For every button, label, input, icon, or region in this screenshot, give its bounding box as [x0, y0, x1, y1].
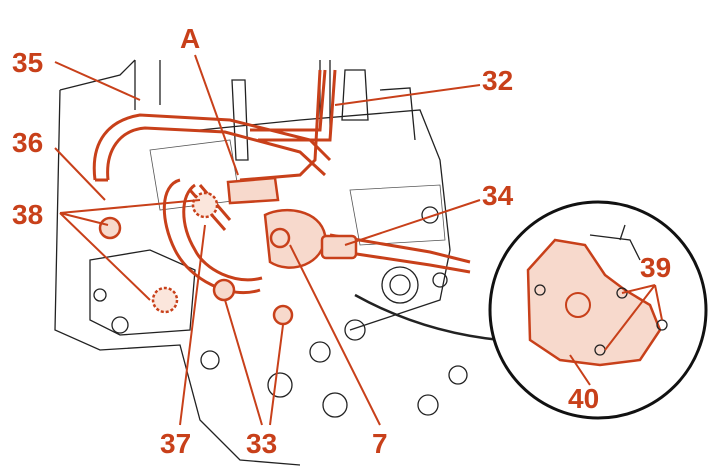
callout-37: 37 — [160, 428, 191, 459]
callout-7: 7 — [372, 428, 388, 459]
callout-40: 40 — [568, 383, 599, 414]
callout-A: A — [180, 23, 200, 54]
inset-detail — [354, 200, 708, 420]
callout-35: 35 — [12, 47, 43, 78]
callout-36: 36 — [12, 127, 43, 158]
callout-33: 33 — [246, 428, 277, 459]
callout-34: 34 — [482, 180, 514, 211]
callout-32: 32 — [482, 65, 513, 96]
callout-38: 38 — [12, 199, 43, 230]
leader-lines — [54, 54, 663, 426]
highlighted-pipes — [92, 69, 471, 326]
callout-39: 39 — [640, 252, 671, 283]
